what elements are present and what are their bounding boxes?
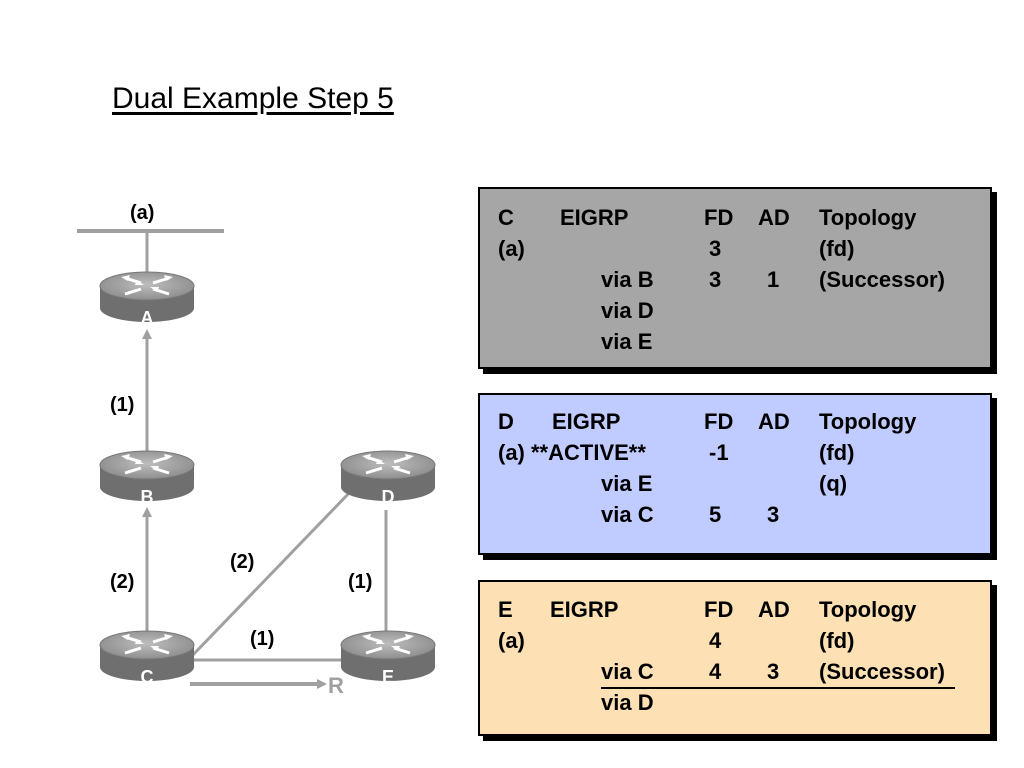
link-cost-b-a: (1) <box>110 394 134 416</box>
table-via-row: via D <box>480 690 990 721</box>
table-router-name: C <box>498 205 514 230</box>
table-dest-row: (a) **ACTIVE** -1 (fd) <box>480 440 990 471</box>
table-protocol: EIGRP <box>552 409 621 434</box>
column-ad-header: AD <box>758 205 790 230</box>
dest-fd: 3 <box>709 236 722 261</box>
via-fd: 3 <box>709 267 722 292</box>
column-ad-header: AD <box>758 597 790 622</box>
via-neighbor: via E <box>601 471 653 496</box>
via-fd: 4 <box>709 659 722 684</box>
via-neighbor: via B <box>601 267 654 292</box>
table-dest-row: (a) 4 (fd) <box>480 628 990 659</box>
successor-underline <box>601 687 955 689</box>
segment-label: (a) <box>130 202 154 224</box>
link-cost-e-d: (1) <box>348 571 372 593</box>
table-header-row: C EIGRP FD AD Topology <box>480 205 990 236</box>
router-e-label: E <box>382 667 394 687</box>
router-b-label: B <box>141 487 154 507</box>
dest-topology: (fd) <box>819 628 855 653</box>
dest-topology: (fd) <box>819 236 855 261</box>
router-a[interactable]: A <box>98 270 196 328</box>
router-d-label: D <box>382 487 395 507</box>
table-via-row-successor: via C 4 3 (Successor) <box>480 659 990 690</box>
via-ad: 3 <box>767 659 780 684</box>
column-topology-header: Topology <box>819 409 917 434</box>
table-header-row: D EIGRP FD AD Topology <box>480 409 990 440</box>
router-b[interactable]: B <box>98 449 196 507</box>
via-topology: (Successor) <box>819 267 945 292</box>
column-fd-header: FD <box>704 409 734 434</box>
dest-topology: (fd) <box>819 440 855 465</box>
link-cost-c-d: (2) <box>230 551 254 573</box>
link-cost-c-e: (1) <box>250 628 274 650</box>
table-via-row: via D <box>480 298 990 329</box>
router-e[interactable]: E <box>339 629 437 687</box>
via-neighbor: via D <box>601 298 654 323</box>
table-via-row: via E (q) <box>480 471 990 502</box>
link-cost-c-b: (2) <box>110 571 134 593</box>
topology-table-c: C EIGRP FD AD Topology (a) 3 (fd) via B … <box>478 187 992 369</box>
table-via-row: via B 3 1 (Successor) <box>480 267 990 298</box>
table-via-row: via C 5 3 <box>480 502 990 533</box>
table-router-name: E <box>498 597 513 622</box>
router-c-label: C <box>141 667 154 687</box>
via-neighbor: via E <box>601 329 653 354</box>
page-title: Dual Example Step 5 <box>112 82 394 115</box>
router-d[interactable]: D <box>339 449 437 507</box>
dest-name: (a) <box>498 628 525 653</box>
via-neighbor: via C <box>601 502 654 527</box>
via-ad: 3 <box>767 502 780 527</box>
via-topology: (Successor) <box>819 659 945 684</box>
topology-table-d: D EIGRP FD AD Topology (a) **ACTIVE** -1… <box>478 393 992 555</box>
table-router-name: D <box>498 409 514 434</box>
dest-name: (a) **ACTIVE** <box>498 440 646 465</box>
router-a-label: A <box>141 308 154 328</box>
column-fd-header: FD <box>704 597 734 622</box>
link-c-d <box>188 488 354 660</box>
dest-fd: 4 <box>709 628 722 653</box>
column-fd-header: FD <box>704 205 734 230</box>
dest-fd: -1 <box>709 440 729 465</box>
via-fd: 5 <box>709 502 722 527</box>
network-diagram: (a) R (1) (2) (2) (1) (1) A B C D E <box>77 202 437 698</box>
table-via-row: via E <box>480 329 990 360</box>
topology-table-e: E EIGRP FD AD Topology (a) 4 (fd) via C … <box>478 580 992 736</box>
column-ad-header: AD <box>758 409 790 434</box>
table-header-row: E EIGRP FD AD Topology <box>480 597 990 628</box>
column-topology-header: Topology <box>819 205 917 230</box>
reply-label: R <box>328 673 344 698</box>
table-dest-row: (a) 3 (fd) <box>480 236 990 267</box>
table-protocol: EIGRP <box>550 597 619 622</box>
via-neighbor: via C <box>601 659 654 684</box>
via-topology: (q) <box>819 471 848 496</box>
router-c[interactable]: C <box>98 629 196 687</box>
via-ad: 1 <box>767 267 780 292</box>
column-topology-header: Topology <box>819 597 917 622</box>
via-neighbor: via D <box>601 690 654 715</box>
dest-name: (a) <box>498 236 525 261</box>
table-protocol: EIGRP <box>560 205 629 230</box>
